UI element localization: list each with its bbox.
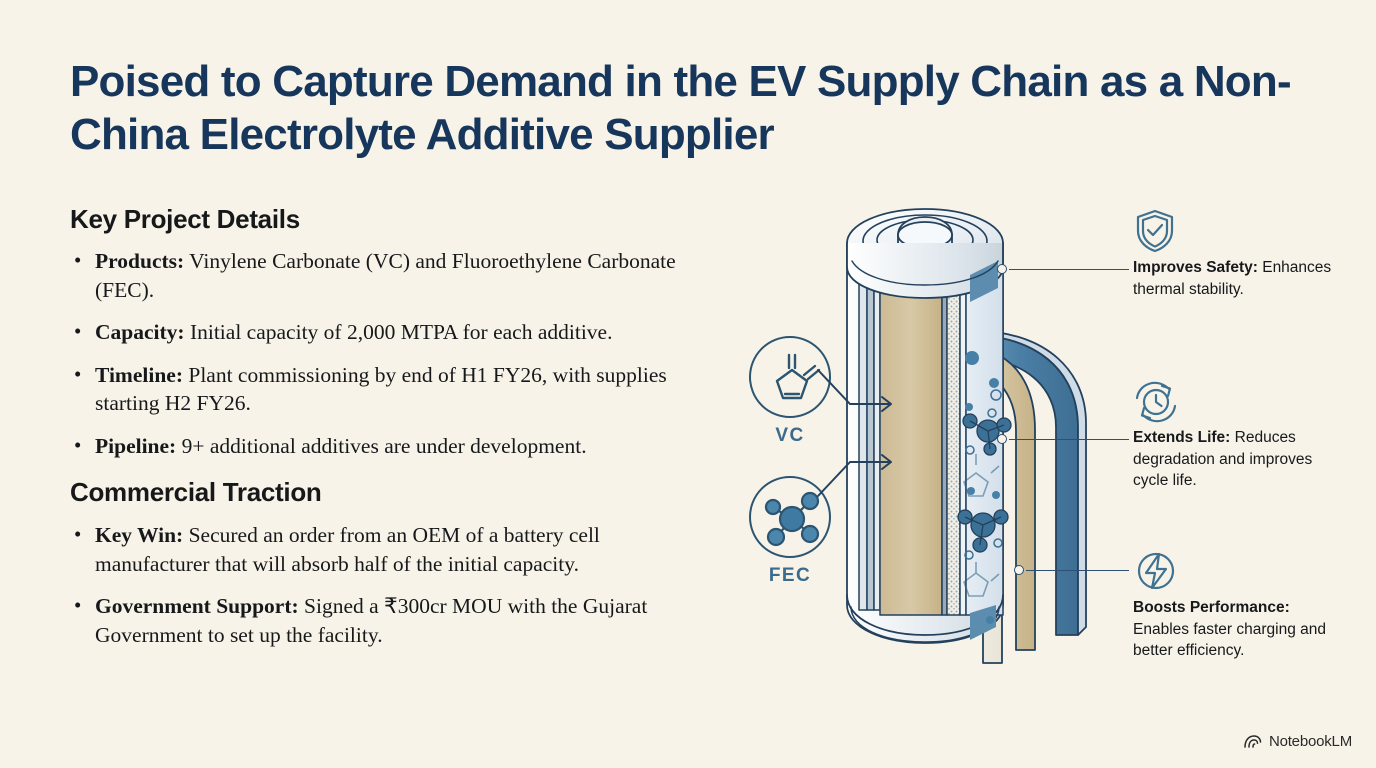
shield-check-icon xyxy=(1133,208,1333,253)
list-item: Government Support: Signed a ₹300cr MOU … xyxy=(70,591,710,649)
annotation-text: Extends Life: Reduces degradation and im… xyxy=(1133,427,1333,492)
fluoroethylene-carbonate-molecule-icon xyxy=(749,476,831,558)
vc-ring-ghost-2 xyxy=(963,562,1000,597)
watermark-label: NotebookLM xyxy=(1268,733,1352,750)
cap-side-accent xyxy=(970,261,998,302)
left-content-column: Key Project Details Products: Vinylene C… xyxy=(70,203,710,663)
section-heading: Commercial Traction xyxy=(70,477,322,507)
bullet-text: 9+ additional additives are under develo… xyxy=(176,433,587,458)
list-item: Products: Vinylene Carbonate (VC) and Fl… xyxy=(70,246,710,304)
bullet-label: Products: xyxy=(95,249,185,273)
connector-dot xyxy=(997,434,1007,444)
connector-line xyxy=(1009,269,1129,270)
section-commercial-traction: Commercial Traction Key Win: Secured an … xyxy=(70,476,710,649)
vinylene-carbonate-ring-icon xyxy=(749,336,831,418)
bullet-list: Key Win: Secured an order from an OEM of… xyxy=(70,520,710,649)
separator-edge xyxy=(959,266,967,616)
annotation-label: Boosts Performance: xyxy=(1133,599,1290,616)
connector-dot xyxy=(1014,565,1024,575)
annotation-body: Enhances thermal stability. xyxy=(1133,259,1332,298)
bullet-text: Vinylene Carbonate (VC) and Fluoroethyle… xyxy=(95,249,676,302)
section-heading: Key Project Details xyxy=(70,204,300,234)
connector-dot xyxy=(997,264,1007,274)
fec-molecule-2 xyxy=(957,509,1009,553)
bullet-label: Timeline: xyxy=(95,362,183,387)
lightning-bolt-circle-icon xyxy=(1133,548,1333,592)
notebooklm-icon xyxy=(1243,734,1262,749)
clock-cycle-icon xyxy=(1133,378,1333,423)
annotation-text: Improves Safety: Enhances thermal stabil… xyxy=(1133,257,1333,300)
cap-wall-highlight xyxy=(851,260,999,286)
electrolyte-molecules xyxy=(957,351,1012,624)
bullet-label: Government Support: xyxy=(95,594,299,618)
vc-ring-ghost-1 xyxy=(963,454,1000,497)
connector-line xyxy=(1009,439,1129,440)
annotation-extends-life: Extends Life: Reduces degradation and im… xyxy=(1133,378,1333,492)
bullet-text: Initial capacity of 2,000 MTPA for each … xyxy=(184,320,613,344)
bullet-text: Signed a ₹300cr MOU with the Gujarat Gov… xyxy=(95,594,648,647)
connector-line xyxy=(1026,570,1129,571)
annotation-improves-safety: Improves Safety: Enhances thermal stabil… xyxy=(1133,208,1333,300)
fec-molecule-1 xyxy=(962,413,1012,456)
annotation-body: Enables faster charging and better effic… xyxy=(1133,620,1327,660)
ion-dots xyxy=(965,351,1000,624)
bullet-label: Capacity: xyxy=(95,320,185,344)
badge-vc: VC xyxy=(740,336,840,447)
badge-label: VC xyxy=(775,425,805,446)
annotation-label: Extends Life: xyxy=(1133,429,1231,446)
notebooklm-watermark: NotebookLM xyxy=(1243,733,1352,750)
bullet-text: Secured an order from an OEM of a batter… xyxy=(95,523,600,576)
cell-bottom-accent xyxy=(970,605,996,640)
badge-label: FEC xyxy=(768,565,812,586)
ion-dots-hollow xyxy=(964,389,1003,560)
anode-layer xyxy=(879,266,943,616)
annotation-text: Boosts Performance: Enables faster charg… xyxy=(1133,597,1333,662)
annotation-body: Reduces degradation and improves cycle l… xyxy=(1133,429,1313,489)
section-key-project-details: Key Project Details Products: Vinylene C… xyxy=(70,203,710,460)
annotation-label: Improves Safety: xyxy=(1133,259,1258,276)
separator-layer xyxy=(946,266,961,616)
additive-flow-arrows xyxy=(817,369,892,497)
list-item: Key Win: Secured an order from an OEM of… xyxy=(70,520,710,578)
list-item: Timeline: Plant commissioning by end of … xyxy=(70,360,710,418)
bullet-list: Products: Vinylene Carbonate (VC) and Fl… xyxy=(70,246,710,461)
bullet-label: Key Win: xyxy=(95,523,184,547)
page-title: Poised to Capture Demand in the EV Suppl… xyxy=(70,57,1292,159)
list-item: Capacity: Initial capacity of 2,000 MTPA… xyxy=(70,317,710,347)
annotation-boosts-performance: Boosts Performance: Enables faster charg… xyxy=(1133,548,1333,662)
bullet-label: Pipeline: xyxy=(95,433,177,458)
badge-fec: FEC xyxy=(740,476,840,587)
battery-cutaway-illustration xyxy=(846,208,1087,664)
list-item: Pipeline: 9+ additional additives are un… xyxy=(70,431,710,461)
bullet-text: Plant commissioning by end of H1 FY26, w… xyxy=(95,362,667,416)
